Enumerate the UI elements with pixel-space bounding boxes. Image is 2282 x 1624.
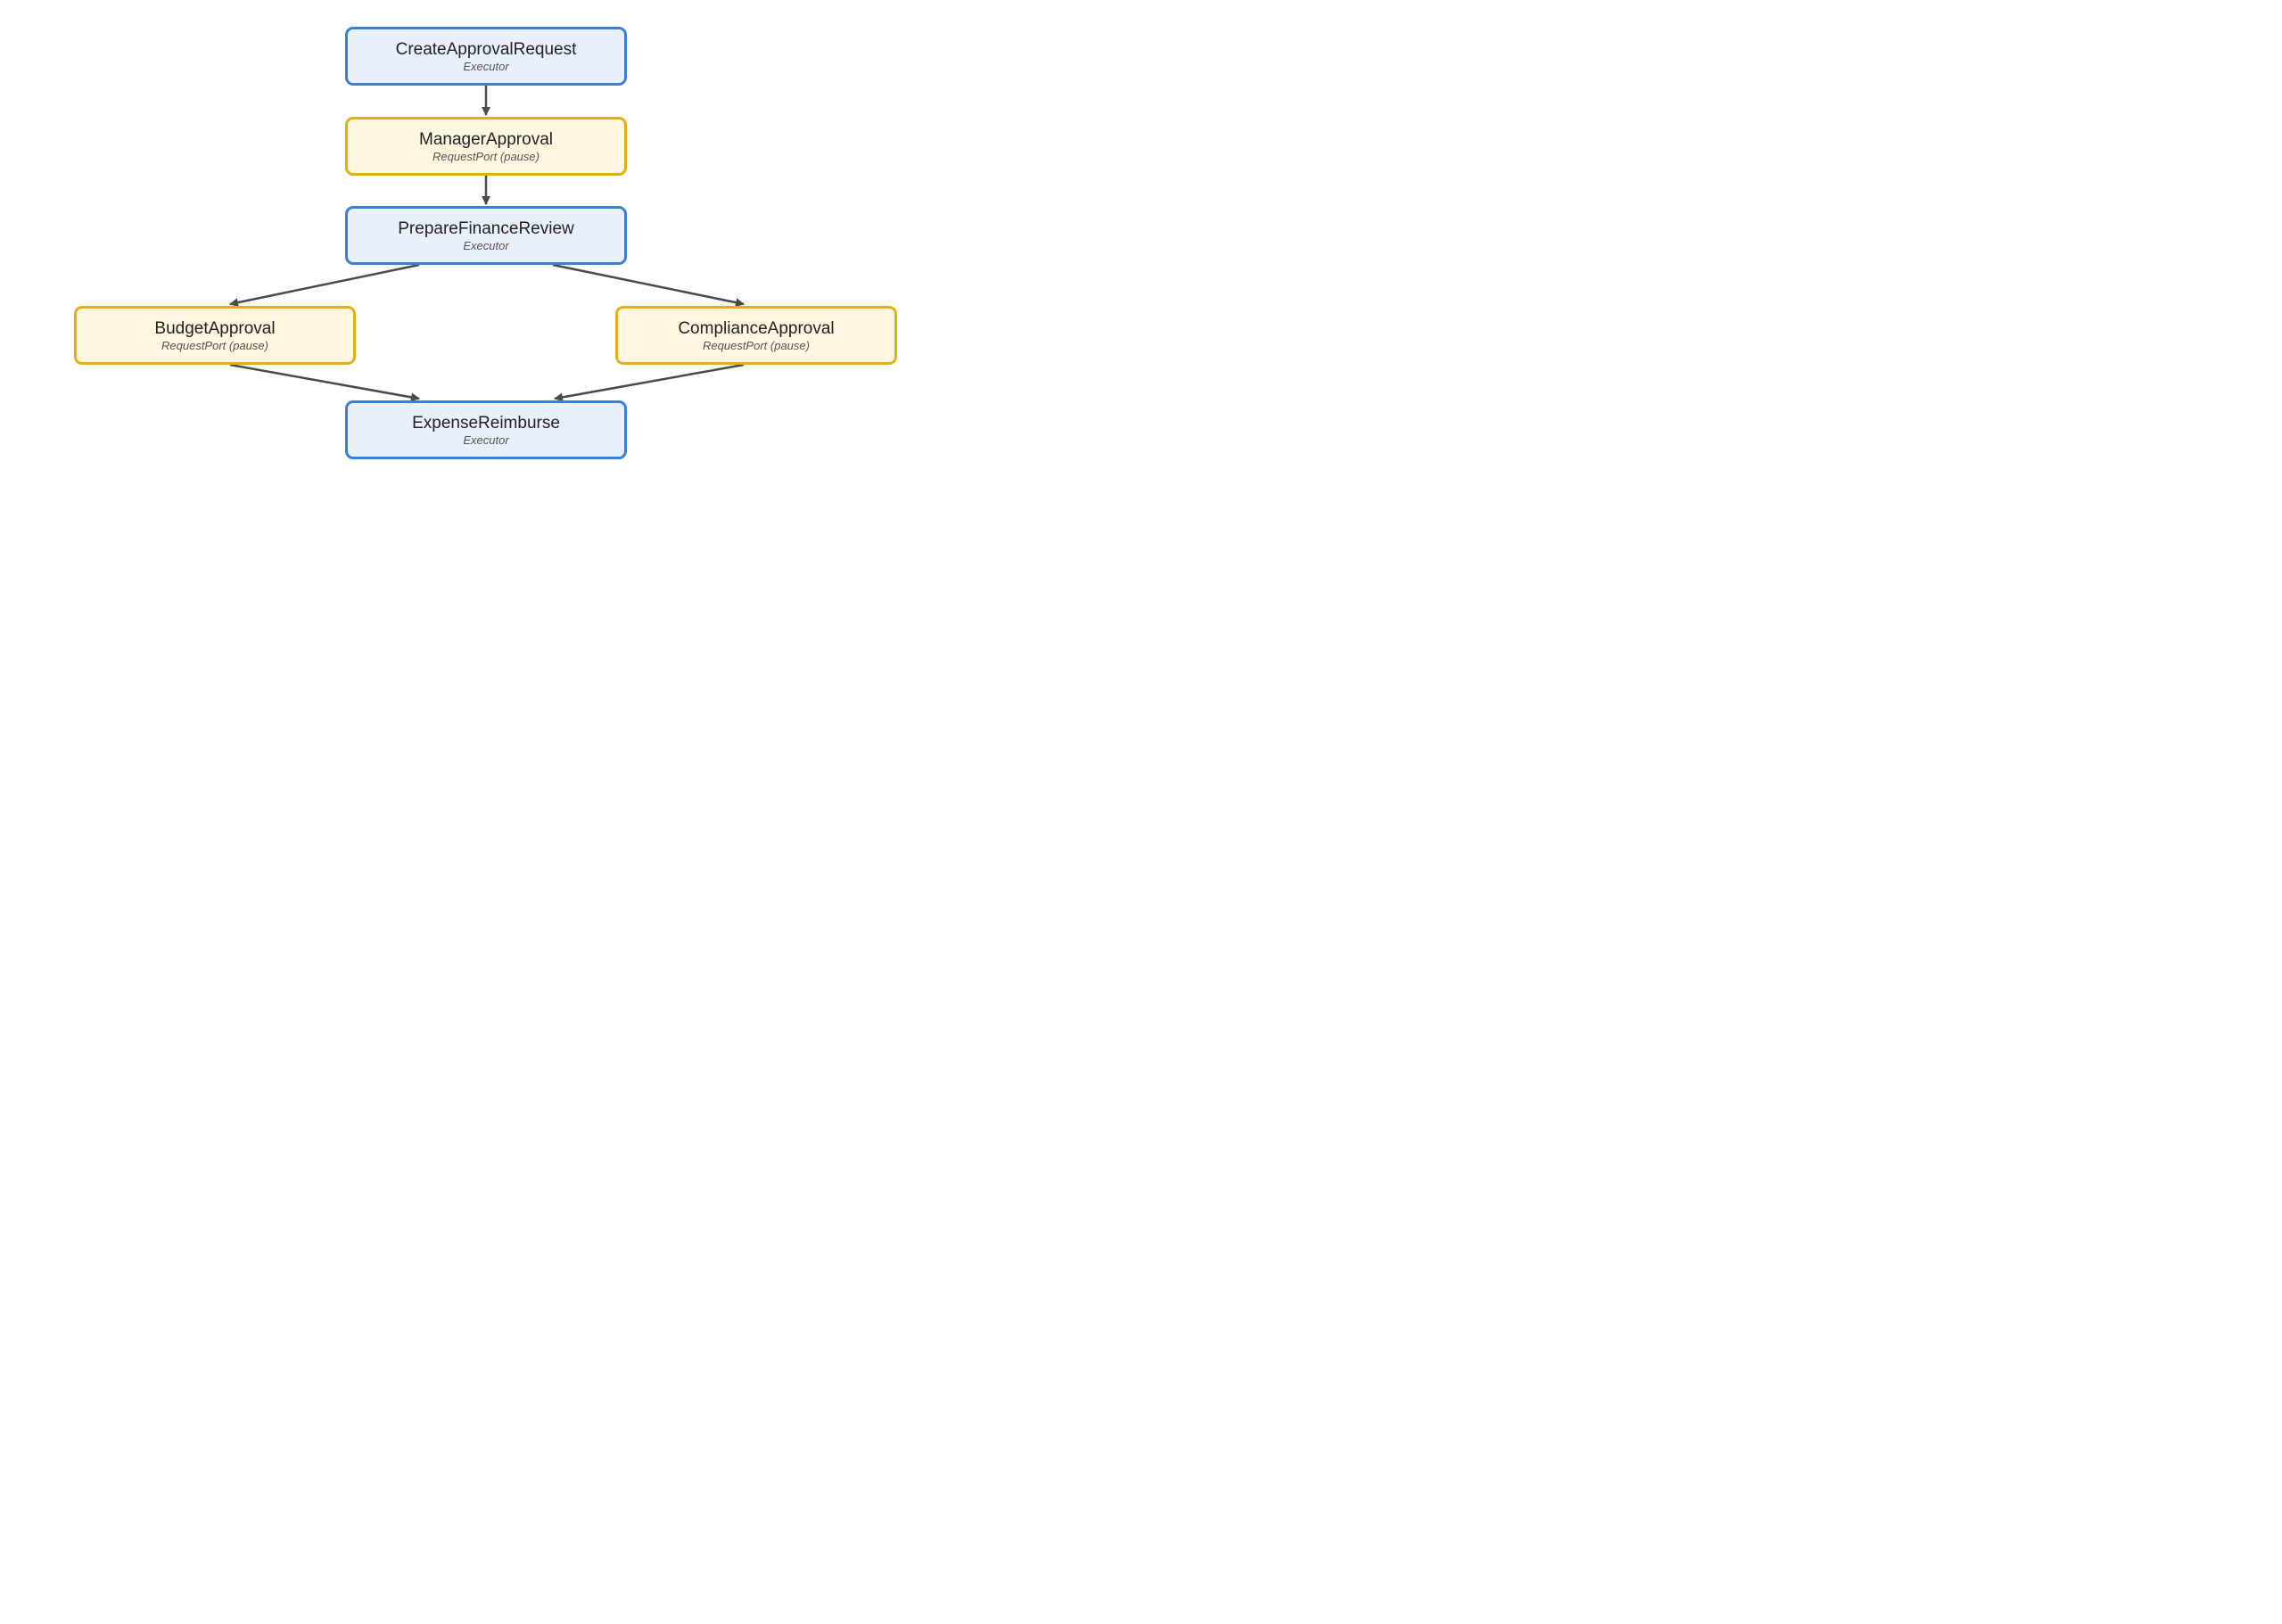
node-prepare-finance-review[interactable]: PrepareFinanceReview Executor [345,206,627,265]
node-name: PrepareFinanceReview [398,218,574,238]
node-kind: RequestPort (pause) [433,149,540,163]
node-budget-approval[interactable]: BudgetApproval RequestPort (pause) [74,306,356,365]
node-manager-approval[interactable]: ManagerApproval RequestPort (pause) [345,117,627,176]
node-kind: RequestPort (pause) [161,338,268,352]
edge-compliance-to-expense [554,363,745,402]
edge-budget-to-expense [229,363,420,402]
node-create-approval-request[interactable]: CreateApprovalRequest Executor [345,27,627,86]
node-kind: Executor [463,238,509,252]
node-kind: Executor [463,433,509,447]
node-name: BudgetApproval [154,318,276,338]
node-compliance-approval[interactable]: ComplianceApproval RequestPort (pause) [615,306,897,365]
node-name: ComplianceApproval [678,318,835,338]
node-name: ManagerApproval [419,129,553,149]
node-name: ExpenseReimburse [412,413,560,433]
node-expense-reimburse[interactable]: ExpenseReimburse Executor [345,400,627,459]
edge-prepare-to-compliance [552,263,745,308]
node-kind: RequestPort (pause) [703,338,810,352]
node-name: CreateApprovalRequest [395,39,577,59]
node-kind: Executor [463,59,509,73]
edge-prepare-to-budget [229,263,420,308]
